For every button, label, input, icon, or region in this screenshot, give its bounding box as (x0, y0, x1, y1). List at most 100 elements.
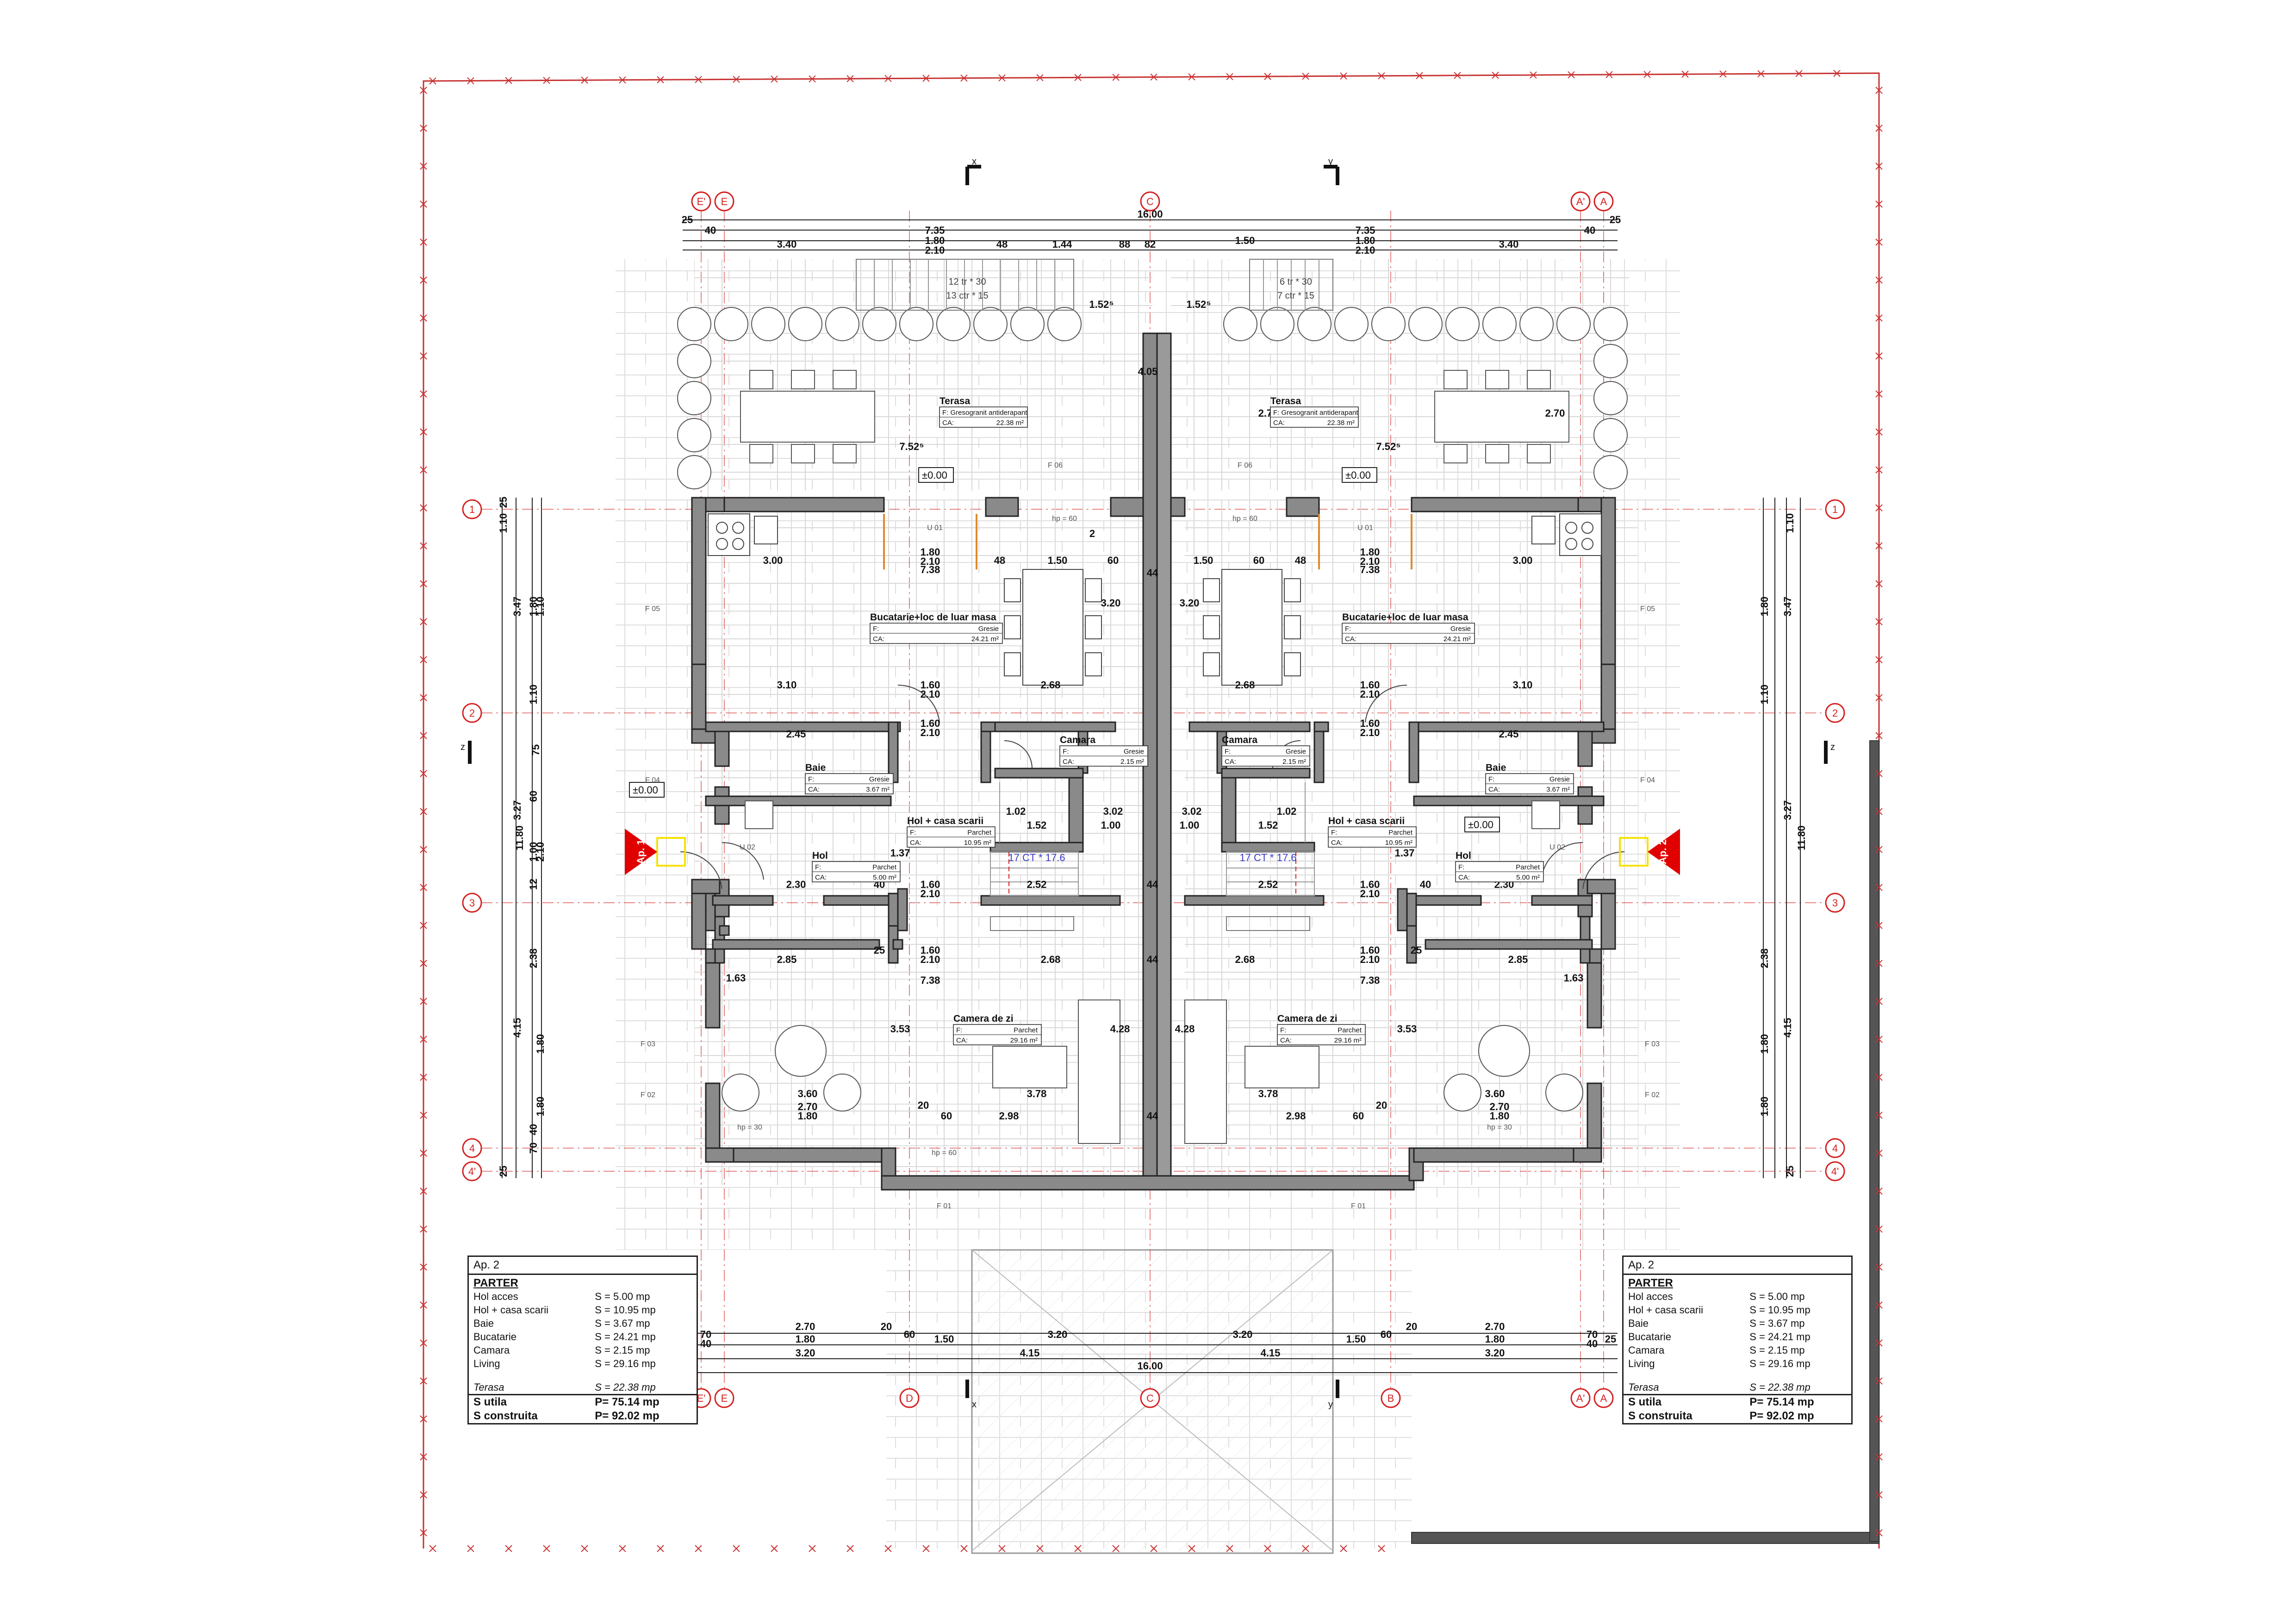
boundary-x-mark (1302, 72, 1309, 80)
boundary-x-mark (960, 74, 968, 82)
room-floor-material: Gresie (1549, 775, 1570, 783)
dim-left-b7: 12 (528, 879, 539, 890)
legend-value: S = 10.95 mp (595, 1304, 656, 1316)
interior-dimension: 25 (874, 944, 885, 956)
legend-value: S = 29.16 mp (595, 1358, 656, 1369)
interior-dimension: 2.10 (921, 688, 940, 700)
boundary-x-mark (505, 77, 512, 84)
interior-dimension: 1.60 (1360, 879, 1380, 890)
boundary-x-mark (1875, 1529, 1883, 1537)
legend-value: S = 22.38 mp (595, 1381, 656, 1393)
boundary-x-mark (420, 1149, 427, 1157)
legend-value: S = 22.38 mp (1749, 1381, 1811, 1393)
interior-dimension: 2.10 (921, 954, 940, 965)
room-area-value: 10.95 m² (1385, 839, 1412, 847)
interior-dimension: 44 (1147, 879, 1158, 890)
boundary-x-mark (1833, 69, 1841, 77)
dim-right-a5: 1.10 (1759, 685, 1770, 705)
dim-bot-180a: 1.80 (796, 1333, 815, 1345)
boundary-x-mark (420, 1529, 427, 1537)
hedge-shrub (1519, 307, 1554, 341)
boundary-x-mark (420, 162, 427, 170)
interior-dimension: 2.10 (921, 727, 940, 738)
boundary-x-mark (420, 87, 427, 94)
dim-left-b9: 4.15 (511, 1018, 523, 1038)
room-area: CA: (1280, 1037, 1292, 1044)
boundary-x-mark (1795, 70, 1803, 77)
boundary-x-mark (922, 1545, 930, 1552)
dim-top-total: 16.00 (1137, 208, 1163, 220)
interior-dimension: 2.70 (1545, 407, 1565, 419)
interior-dimension: 2.98 (1286, 1110, 1306, 1122)
interior-dimension: 2.70 (798, 1101, 818, 1112)
room-area-value: 22.38 m² (996, 419, 1024, 427)
interior-dimension: 48 (994, 555, 1005, 566)
interior-dimension: 4.28 (1110, 1023, 1130, 1035)
element-tag: F 02 (641, 1091, 655, 1099)
dim-right-a4: 1.80 (1759, 597, 1770, 617)
boundary-x-mark (420, 200, 427, 208)
interior-dimension: 4.05 (1138, 366, 1158, 377)
element-tag: F 01 (937, 1202, 952, 1210)
room-floor-material: Parchet (1388, 829, 1413, 837)
boundary-x-mark (420, 770, 427, 777)
boundary-x-mark (420, 314, 427, 322)
interior-dimension: 1.60 (921, 879, 940, 890)
boundary-x-mark (420, 1453, 427, 1461)
legend-value: S = 24.21 mp (1749, 1331, 1811, 1343)
hedge-shrub (1223, 307, 1257, 341)
axis-label-right-4: 4 (1832, 1143, 1838, 1154)
boundary-x-mark (846, 75, 854, 82)
hedge-shrub (1593, 418, 1628, 452)
hedge-shrub (1334, 307, 1369, 341)
room-floor: F: (1225, 748, 1231, 756)
interior-dimension: 7.52⁵ (1376, 441, 1400, 452)
hedge-shrub (1445, 307, 1480, 341)
legend-value: S = 3.67 mp (595, 1318, 650, 1329)
boundary-x-mark (1875, 1187, 1883, 1195)
boundary-x-mark (543, 1545, 550, 1552)
dim-top-25a: 25 (682, 214, 693, 225)
dim-left-b11: 1.80 (535, 1034, 546, 1054)
dim-bot-7: 3.20 (1048, 1329, 1068, 1340)
interior-dimension: 2.68 (1235, 679, 1255, 691)
boundary-x-mark (420, 1415, 427, 1423)
hedge-shrub (677, 307, 711, 341)
interior-dimension: 2.10 (921, 888, 940, 899)
room-area-value: 2.15 m² (1282, 758, 1306, 766)
legend-value: S = 5.00 mp (595, 1291, 650, 1302)
axis-label-bottom-6: A' (1576, 1393, 1585, 1404)
boundary-x-mark (1188, 1545, 1195, 1552)
room-floor: F: (815, 863, 821, 871)
element-tag: U 02 (1549, 843, 1565, 851)
boundary-x-mark (1340, 72, 1347, 80)
section-label-1: x (972, 156, 977, 167)
building-walls (691, 332, 1616, 1191)
dim-top-40a: 40 (705, 225, 716, 236)
element-tag: F 04 (645, 776, 660, 784)
dim-top-180a: 1.80 (925, 235, 945, 246)
axis-label-left-2: 2 (469, 707, 475, 719)
entry-labels: Ap. 1 Ap. 2 (635, 839, 1668, 864)
boundary-x-mark (1875, 390, 1883, 398)
interior-dimension: 3.02 (1103, 806, 1123, 817)
dim-top-2: 2 (1089, 528, 1095, 539)
hedge-shrub (1260, 307, 1294, 341)
entry-label-1: Ap. 1 (635, 839, 647, 864)
boundary-x-mark (467, 1545, 474, 1552)
room-area: CA: (1345, 635, 1356, 643)
room-name: Hol (1456, 850, 1471, 861)
interior-dimension: 1.00 (1180, 819, 1200, 831)
boundary-x-mark (420, 808, 427, 815)
axis-label-bottom-5: B (1388, 1393, 1394, 1404)
hedge-shrub (714, 307, 748, 341)
legend-value: P= 75.14 mp (595, 1396, 660, 1408)
interior-dimension: 60 (1253, 555, 1264, 566)
boundary-x-mark (619, 76, 626, 84)
dim-right-b2: 3.27 (1782, 800, 1793, 820)
interior-dimension: 1.60 (1360, 944, 1380, 956)
boundary-x-mark (809, 1545, 816, 1552)
